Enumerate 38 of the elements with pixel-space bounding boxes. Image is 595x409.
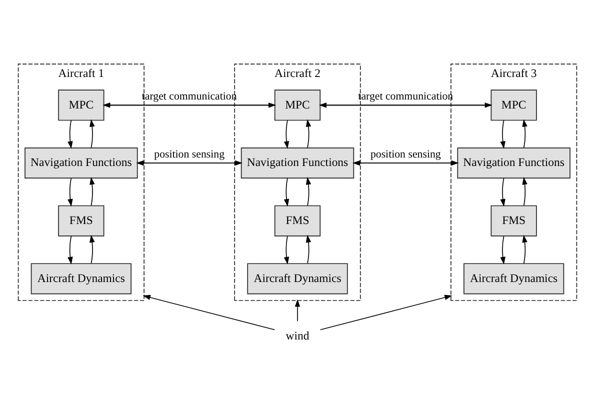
node-box: Navigation Functions: [24, 147, 138, 178]
arrow: [306, 234, 312, 264]
arrow: [522, 234, 528, 264]
arrow: [68, 178, 73, 207]
arrow: [284, 236, 290, 264]
arrow: [320, 294, 452, 330]
arrow: [142, 294, 276, 330]
edge-label: position sensing: [154, 148, 225, 160]
arrow: [90, 177, 95, 206]
arrow: [90, 119, 95, 148]
arrow: [522, 177, 528, 206]
node-box: FMS: [58, 205, 104, 236]
arrow: [500, 120, 506, 149]
edge-label: position sensing: [370, 148, 441, 160]
arrow: [500, 236, 506, 264]
arrow: [90, 234, 95, 264]
node-box: Navigation Functions: [240, 147, 354, 178]
arrow: [306, 119, 312, 148]
arrow: [68, 236, 73, 264]
node-box: Aircraft Dynamics: [30, 263, 132, 294]
arrow: [500, 178, 506, 207]
node-box: Navigation Functions: [457, 147, 570, 178]
node-box: Aircraft Dynamics: [464, 263, 564, 294]
edge-label: target communication: [358, 90, 454, 103]
arrow: [284, 178, 290, 207]
node-box: MPC: [490, 90, 537, 121]
node-box: FMS: [274, 205, 321, 236]
edge-label: target communication: [142, 90, 237, 103]
node-box: Aircraft Dynamics: [247, 263, 348, 294]
arrow: [68, 120, 73, 149]
node-box: MPC: [274, 90, 321, 121]
node-text: wind: [286, 330, 310, 343]
node-box: FMS: [490, 205, 537, 236]
arrow: [284, 120, 290, 149]
arrow: [294, 299, 300, 322]
arrow: [522, 119, 528, 148]
node-box: MPC: [58, 90, 104, 121]
arrow: [306, 177, 312, 206]
